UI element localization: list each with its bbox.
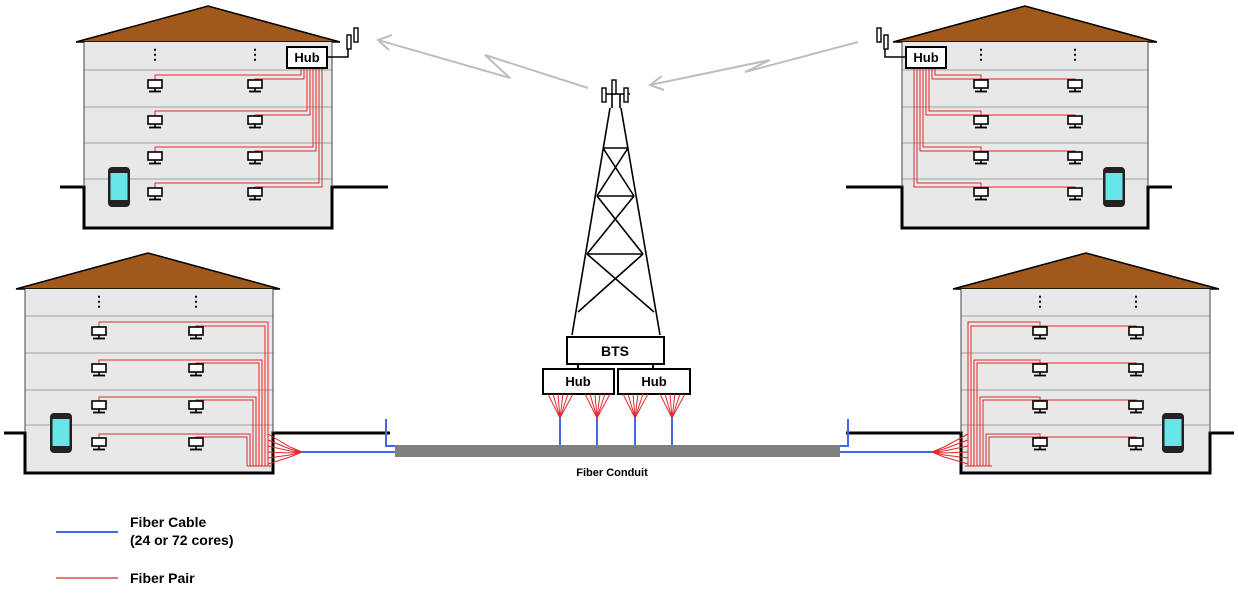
antenna-icon	[876, 27, 882, 43]
more-floors-dots: ⋮	[1068, 46, 1082, 62]
ground-outline	[4, 431, 390, 475]
signal-arrow-right-head	[647, 75, 665, 91]
more-floors-dots: ⋮	[974, 46, 988, 62]
ground-outline	[60, 185, 388, 230]
ground-outline	[846, 431, 1234, 475]
more-floors-dots: ⋮	[1033, 293, 1047, 309]
floor-lines	[25, 315, 273, 426]
legend-fiber-cable-cores: (24 or 72 cores)	[130, 532, 234, 548]
more-floors-dots: ⋮	[92, 293, 106, 309]
building-top-right: ⋮ ⋮ Hub	[846, 5, 1172, 230]
legend: Fiber Cable (24 or 72 cores) Fiber Pair	[56, 514, 234, 586]
floor-lines	[84, 69, 332, 180]
signal-arrow-left	[377, 39, 589, 89]
floor-lines	[961, 315, 1210, 426]
bts-box	[566, 336, 665, 365]
ground-outline	[846, 185, 1172, 230]
antenna-icon	[346, 34, 352, 50]
bts-label: BTS	[601, 343, 629, 359]
fiber-conduit	[395, 445, 840, 457]
antenna-icon	[353, 27, 359, 43]
more-floors-dots: ⋮	[148, 46, 162, 62]
mobile-phone-icon	[1103, 167, 1125, 207]
hub-box	[542, 368, 615, 395]
floor-lines	[902, 69, 1148, 180]
signal-arrow-right	[649, 41, 859, 86]
mobile-phone-icon	[1162, 413, 1184, 453]
mobile-phone-icon	[50, 413, 72, 453]
hub-fiber-fanout	[547, 393, 686, 419]
roof	[952, 252, 1220, 290]
antenna-icon	[611, 79, 617, 95]
wireless-signal-arrows	[376, 34, 859, 91]
antenna-icon	[601, 87, 607, 103]
more-floors-dots: ⋮	[189, 293, 203, 309]
roof	[75, 5, 341, 43]
roof	[892, 5, 1158, 43]
roof	[15, 252, 281, 290]
antenna-icon	[883, 34, 889, 50]
more-floors-dots: ⋮	[248, 46, 262, 62]
fiber-conduit-label: Fiber Conduit	[576, 467, 648, 479]
antenna-icon	[623, 87, 629, 103]
building-bottom-left: ⋮ ⋮	[4, 252, 390, 475]
cell-tower-icon	[571, 93, 661, 336]
hub-label: Hub	[641, 374, 666, 389]
mobile-phone-icon	[108, 167, 130, 207]
more-floors-dots: ⋮	[1129, 293, 1143, 309]
fiber-pairs	[154, 68, 323, 194]
hub-box	[617, 368, 691, 395]
hub-label: Hub	[294, 50, 319, 65]
hub-label: Hub	[565, 374, 590, 389]
legend-fiber-cable-label: Fiber Cable	[130, 514, 206, 530]
fiber-cables	[302, 418, 932, 453]
hub-label: Hub	[913, 50, 938, 65]
legend-fiber-pair-label: Fiber Pair	[130, 570, 195, 586]
building-bottom-right: ⋮ ⋮	[846, 252, 1234, 475]
building-top-left: ⋮ ⋮ Hub	[60, 5, 388, 230]
signal-arrow-left-head	[376, 34, 393, 51]
